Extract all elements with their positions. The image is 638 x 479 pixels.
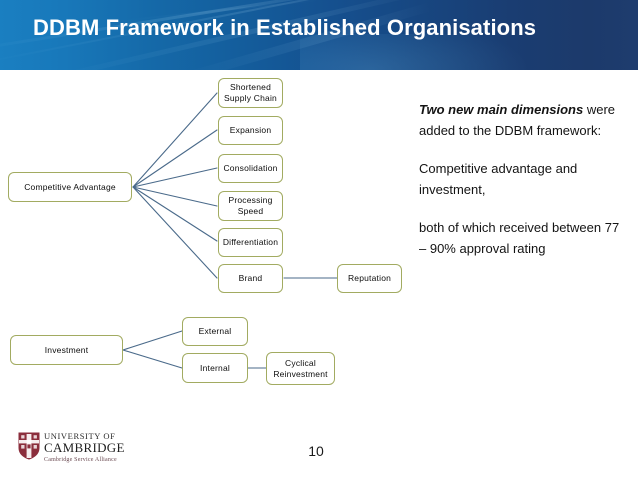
wire-ca-consolidation	[132, 167, 218, 188]
node-label: Expansion	[229, 125, 272, 135]
node-label: Reputation	[347, 273, 392, 283]
wire-investment-internal	[122, 349, 183, 369]
node-label: Cyclical Reinvestment	[273, 357, 328, 379]
node-label: External	[198, 326, 232, 336]
node-label: Brand	[238, 273, 263, 283]
notes-paragraph-2: Competitive advantage and investment,	[419, 161, 578, 197]
logo-cambridge-line: CAMBRIDGE	[44, 440, 125, 455]
notes-paragraph-3: both of which received between 77 – 90% …	[419, 220, 620, 256]
node-differentiation[interactable]: Differentiation	[218, 228, 283, 257]
page-number: 10	[308, 443, 324, 459]
node-label: Internal	[200, 362, 230, 373]
notes-spacer	[419, 141, 625, 159]
cambridge-logo: UNIVERSITY OF CAMBRIDGE Cambridge Servic…	[18, 431, 126, 465]
wire-ca-differentiation	[132, 186, 218, 242]
wire-ca-expansion	[132, 129, 218, 188]
node-brand[interactable]: Brand	[218, 264, 283, 293]
node-label: Consolidation	[223, 163, 278, 173]
notes-block: Two new main dimensions were added to th…	[419, 100, 625, 259]
wire-ca-processing-speed	[132, 186, 218, 207]
node-label: Processing Speed	[228, 195, 273, 216]
node-label: Investment	[44, 344, 89, 355]
node-expansion[interactable]: Expansion	[218, 116, 283, 145]
cambridge-crest-icon	[18, 432, 40, 460]
notes-lead-rest: were added to the DDBM framework:	[419, 102, 616, 138]
node-shortened-supply-chain[interactable]: Shortened Supply Chain	[218, 78, 283, 108]
notes-spacer	[419, 200, 625, 218]
notes-lead-emphasis: Two new main dimensions	[419, 102, 584, 117]
wire-investment-external	[122, 330, 183, 351]
node-processing-speed[interactable]: Processing Speed	[218, 191, 283, 221]
node-label: Shortened Supply Chain	[224, 82, 277, 103]
node-investment[interactable]: Investment	[10, 335, 123, 365]
wire-ca-shortened-supply-chain	[132, 92, 218, 188]
cambridge-logo-text: UNIVERSITY OF CAMBRIDGE Cambridge Servic…	[44, 431, 128, 464]
node-label: Competitive Advantage	[24, 181, 116, 192]
logo-university-line: UNIVERSITY OF	[44, 431, 116, 441]
node-competitive-advantage[interactable]: Competitive Advantage	[8, 172, 132, 202]
node-external[interactable]: External	[182, 317, 248, 346]
logo-alliance-line: Cambridge Service Alliance	[44, 457, 117, 463]
node-label: Differentiation	[222, 237, 279, 247]
page-title: DDBM Framework in Established Organisati…	[33, 15, 537, 40]
node-internal[interactable]: Internal	[182, 353, 248, 383]
node-cyclical-reinvestment[interactable]: Cyclical Reinvestment	[266, 352, 335, 385]
node-reputation[interactable]: Reputation	[337, 264, 402, 293]
node-consolidation[interactable]: Consolidation	[218, 154, 283, 183]
wire-ca-brand	[132, 186, 218, 279]
notes-paragraph-1: Two new main dimensions were added to th…	[419, 100, 625, 141]
